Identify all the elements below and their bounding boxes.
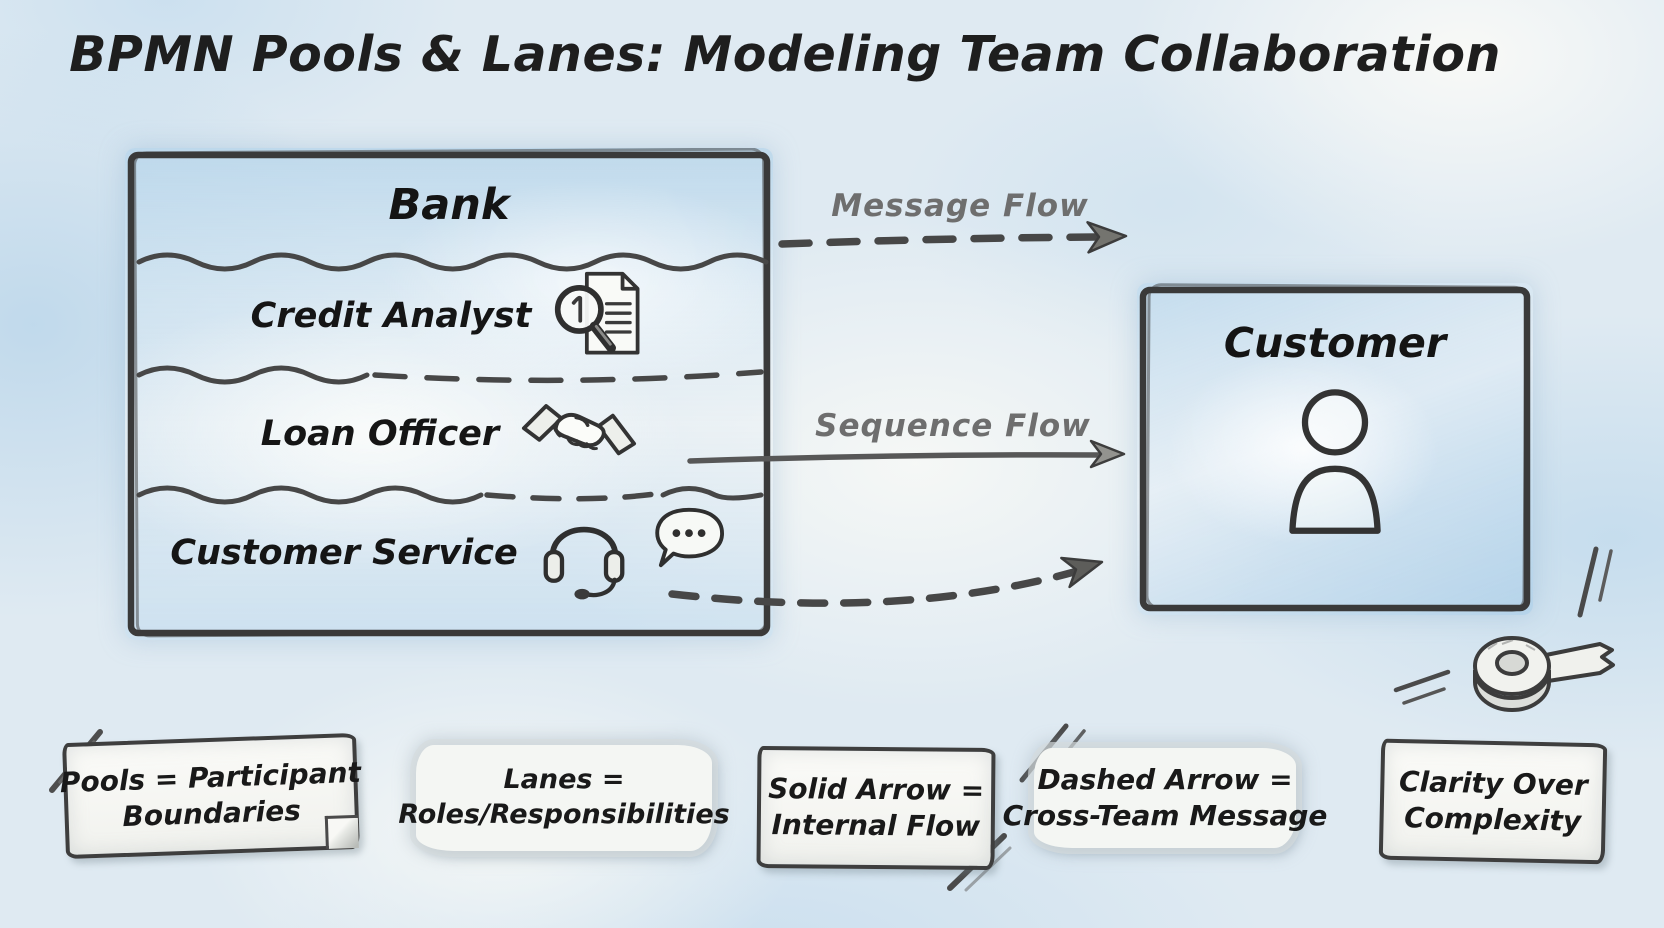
sequence-flow-label: Sequence Flow <box>815 408 1091 444</box>
lane-divider-wavy-dashed-2 <box>136 485 484 505</box>
note-solid-arrow-line1: Solid Arrow = <box>768 772 985 808</box>
customer-pool-title: Customer <box>1223 319 1447 367</box>
speech-bubble-icon <box>654 507 724 568</box>
speed-lines <box>1393 669 1451 705</box>
note-clarity-line2: Complexity <box>1403 800 1582 838</box>
lane-customer-service-label: Customer Service <box>170 533 518 573</box>
person-icon <box>1289 389 1381 534</box>
customer-pool-border <box>1139 283 1531 612</box>
note-lanes-line2: Roles/Responsibilities <box>398 799 730 830</box>
lane-credit-analyst: Credit Analyst <box>125 268 773 364</box>
note-solid-arrow-line2: Internal Flow <box>771 808 981 843</box>
note-clarity: Clarity Over Complexity <box>1378 738 1608 865</box>
diagram-title: BPMN Pools & Lanes: Modeling Team Collab… <box>69 26 1501 83</box>
note-dashed-arrow-line1: Dashed Arrow = <box>1037 763 1293 797</box>
handshake-icon <box>522 404 637 456</box>
lane-divider-wavy <box>136 252 769 272</box>
note-pools: Pools = Participant Boundaries <box>59 732 362 860</box>
document-magnifier-icon <box>555 271 640 355</box>
bank-pool-title: Bank <box>388 180 510 230</box>
note-lanes: Lanes = Roles/Responsibilities <box>398 745 730 851</box>
customer-pool: Customer <box>1137 283 1533 615</box>
headset-icon <box>543 526 625 600</box>
lane-divider-wavy-dashed <box>136 365 370 385</box>
message-flow-arrow <box>778 221 1128 254</box>
lane-loan-officer: Loan Officer <box>125 398 773 470</box>
note-dashed-arrow: Dashed Arrow = Cross-Team Message <box>1003 748 1327 848</box>
note-pools-line1: Pools = Participant <box>59 755 362 800</box>
message-flow-label: Message Flow <box>831 188 1089 224</box>
bank-pool-border <box>127 148 771 638</box>
note-dashed-arrow-line2: Cross-Team Message <box>1002 799 1328 832</box>
lane-loan-officer-label: Loan Officer <box>260 414 500 454</box>
note-pools-line2: Boundaries <box>121 793 302 834</box>
tape-roll-icon <box>1473 636 1615 712</box>
lane-customer-service: Customer Service <box>125 506 773 600</box>
note-solid-arrow: Solid Arrow = Internal Flow <box>756 745 996 871</box>
bank-pool: Bank Credit Analyst Loan Officer <box>125 148 773 640</box>
note-lanes-line1: Lanes = <box>503 764 625 796</box>
lane-credit-analyst-label: Credit Analyst <box>250 296 532 336</box>
note-clarity-line1: Clarity Over <box>1398 764 1589 802</box>
pencil-slash-customer <box>1577 546 1613 618</box>
